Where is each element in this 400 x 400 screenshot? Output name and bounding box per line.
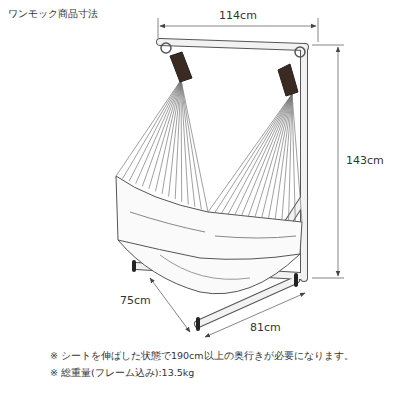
note-text: ※ シートを伸ばした状態で190cm以上の奥行きが必要になります。 xyxy=(50,350,354,361)
hammock-string xyxy=(248,94,292,216)
dimension-lines xyxy=(150,18,344,337)
dimension-label: 114cm xyxy=(217,9,259,22)
hammock-strings xyxy=(116,80,302,222)
hammock-string xyxy=(221,94,292,213)
hammock-string xyxy=(175,80,181,199)
hammock-string xyxy=(181,80,208,212)
hammock-string xyxy=(262,94,292,218)
dimension-label: 143cm xyxy=(344,154,386,167)
note-text: ※ 総重量(フレーム込み):13.5kg xyxy=(50,367,194,378)
hammock-string xyxy=(289,94,292,221)
hammock-string xyxy=(255,94,292,217)
hammock-string xyxy=(181,80,201,209)
hammock-string xyxy=(282,94,292,220)
hammock-string xyxy=(275,94,292,219)
hammock-string xyxy=(169,80,181,197)
hammock-string xyxy=(181,80,195,207)
hammock-string xyxy=(129,80,181,181)
hammock-string xyxy=(268,94,292,218)
hammock-string xyxy=(136,80,181,184)
diagram-title: ワンモック商品寸法 xyxy=(8,8,98,20)
hammock-string xyxy=(155,80,181,191)
hammock-fabric xyxy=(116,176,302,294)
hammock-string xyxy=(208,94,292,212)
hammock-string xyxy=(292,94,302,222)
dimension-label: 81cm xyxy=(248,321,283,334)
spreader-bars xyxy=(170,52,298,96)
dimension-label: 75cm xyxy=(118,294,153,307)
hammock-string xyxy=(116,80,181,176)
hammock-string xyxy=(228,94,292,214)
